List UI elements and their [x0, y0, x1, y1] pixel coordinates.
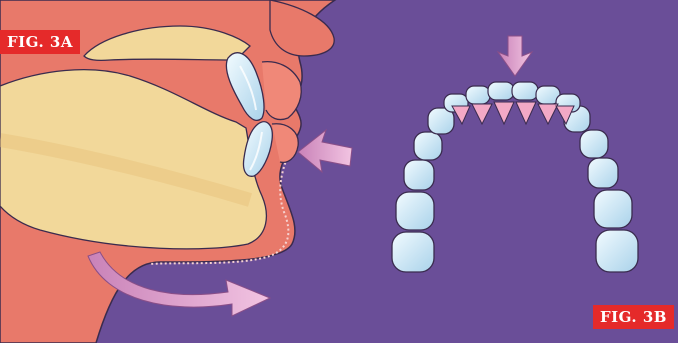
tooth-incisor-4	[512, 82, 538, 100]
tooth-molar-right-2	[594, 190, 632, 228]
tooth-molar-left-2	[396, 192, 434, 230]
figure-label-3b: FIG. 3B	[593, 305, 674, 329]
tooth-molar-right-1	[596, 230, 638, 272]
tooth-incisor-2	[466, 86, 490, 104]
tooth-molar-left-1	[392, 232, 434, 272]
tooth-incisor-3	[488, 82, 514, 100]
tooth-premolar-right-2	[580, 130, 608, 158]
tooth-premolar-left-2	[414, 132, 442, 160]
tooth-premolar-right-1	[588, 158, 618, 188]
tooth-premolar-left-1	[404, 160, 434, 190]
figure-label-3a: FIG. 3A	[0, 30, 80, 54]
